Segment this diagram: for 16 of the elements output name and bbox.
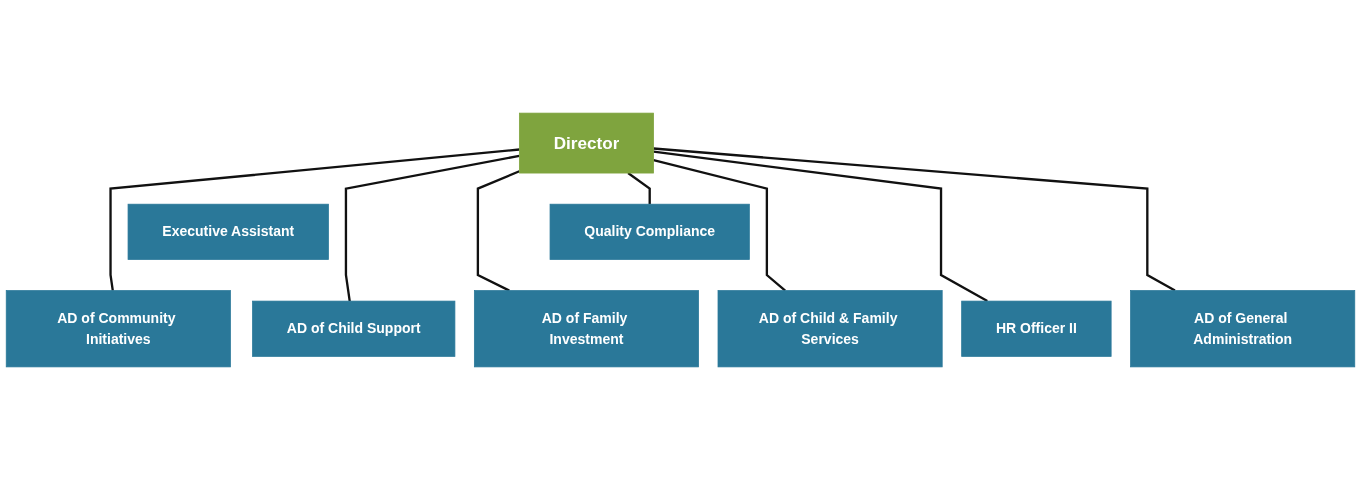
connector: [653, 147, 1176, 292]
node-box: AD of Family Investment: [474, 290, 699, 368]
connector: [476, 170, 520, 292]
connector: [653, 158, 786, 292]
node-box: AD of General Administration: [1130, 290, 1356, 368]
connector: [653, 150, 988, 303]
connector: [344, 154, 520, 302]
node-box: HR Officer II: [961, 300, 1112, 357]
connector: [627, 172, 651, 205]
node-box: Director: [519, 112, 654, 174]
node-box: AD of Community Initiatives: [5, 290, 231, 368]
connector: [109, 148, 520, 291]
node-box: AD of Child Support: [252, 300, 456, 357]
node-box: AD of Child & Family Services: [717, 290, 943, 368]
node-box: Quality Compliance: [549, 203, 750, 260]
node-box: Executive Assistant: [127, 203, 329, 260]
